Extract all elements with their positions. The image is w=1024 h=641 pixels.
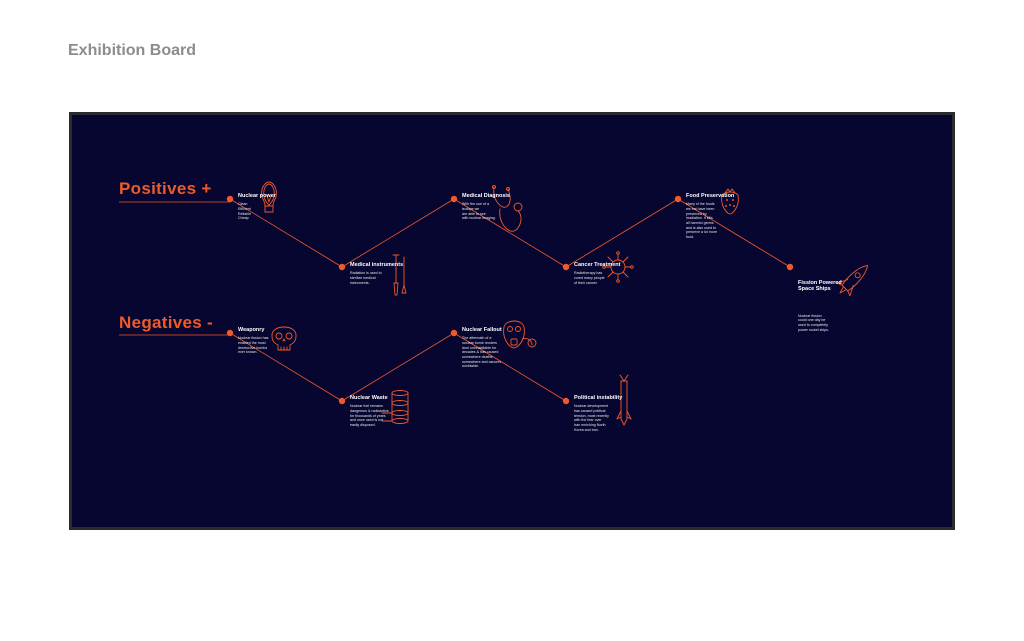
node-space-ships: Fission Powered Space Ships Nuclear fiss… xyxy=(798,262,888,350)
node-body: With the use of a isotope we are able to… xyxy=(462,202,496,221)
node-medical-instruments: Medical instruments Radiation is used to… xyxy=(350,262,440,285)
node-dot-nuclear-waste xyxy=(338,397,346,405)
strawberry-icon xyxy=(721,188,739,215)
node-dot-cancer-treatment xyxy=(562,263,570,271)
positives-connector xyxy=(229,198,791,268)
node-body: Nuclear fission has enabled the most des… xyxy=(238,336,269,355)
node-title: Nuclear Waste xyxy=(350,395,388,401)
node-body: Radiotherapy has cured many people of th… xyxy=(574,271,605,285)
node-title: Cancer Treatment xyxy=(574,262,621,268)
gas-mask-icon xyxy=(503,320,537,349)
exhibition-board: Positives + Negatives - Nuclear power Cl… xyxy=(69,112,955,530)
positives-heading: Positives + xyxy=(119,179,212,198)
node-dot-medical-diagnosis xyxy=(450,195,458,203)
node-title: Political instability xyxy=(574,395,623,401)
node-title: Medical Diagnosis xyxy=(462,193,510,199)
node-title: Medical instruments xyxy=(350,262,404,268)
node-body: Nuclear fuel remains dangerous & radioac… xyxy=(350,404,389,427)
node-dot-political-instability xyxy=(562,397,570,405)
negatives-heading: Negatives - xyxy=(119,313,214,332)
node-food-preservation: Food Preservation Many of the foods we e… xyxy=(686,193,776,240)
node-nuclear-waste: Nuclear Waste Nuclear fuel remains dange… xyxy=(350,395,440,428)
node-nuclear-fallout: Nuclear Fallout The aftermath of a nucle… xyxy=(462,327,552,369)
node-title: Weaponry xyxy=(238,327,265,333)
page-title: Exhibition Board xyxy=(68,42,196,59)
node-title: Fission Powered Space Ships xyxy=(798,280,842,293)
node-body: The aftermath of a nuclear bomb renders … xyxy=(462,336,502,369)
rocket-icon xyxy=(836,264,869,297)
node-title: Nuclear Fallout xyxy=(462,327,502,333)
missile-icon xyxy=(616,374,632,426)
skull-icon xyxy=(271,326,297,351)
node-title: Food Preservation xyxy=(686,193,735,199)
node-body: Nuclear fission could one day be used to… xyxy=(798,313,829,332)
node-body: Radiation is used to sterilize medical i… xyxy=(350,271,382,285)
node-weaponry: Weaponry Nuclear fission has enabled the… xyxy=(238,327,328,355)
scalpel-icon xyxy=(392,254,407,296)
node-dot-weaponry xyxy=(226,329,234,337)
node-cancer-treatment: Cancer Treatment Radiotherapy has cured … xyxy=(574,262,664,285)
node-dot-food-preservation xyxy=(674,195,682,203)
node-dot-medical-instruments xyxy=(338,263,346,271)
node-body: Clean Efficient Reliable Cheap xyxy=(238,202,251,221)
node-body: Nuclear development has caused political… xyxy=(574,404,609,432)
node-title: Nuclear power xyxy=(238,193,276,199)
timeline-graphics xyxy=(119,181,869,426)
lightbulb-icon xyxy=(261,181,277,213)
node-dot-nuclear-fallout xyxy=(450,329,458,337)
barrels-icon xyxy=(381,390,409,424)
negatives-connector xyxy=(229,332,567,402)
node-political-instability: Political instability Nuclear developmen… xyxy=(574,395,664,432)
node-medical-diagnosis: Medical Diagnosis With the use of a isot… xyxy=(462,193,552,221)
node-dot-nuclear-power xyxy=(226,195,234,203)
stethoscope-icon xyxy=(492,185,523,232)
node-dot-space-ships xyxy=(786,263,794,271)
virus-icon xyxy=(602,251,634,283)
node-body: Many of the foods we eat have been prese… xyxy=(686,202,717,240)
node-nuclear-power: Nuclear power Clean Efficient Reliable C… xyxy=(238,193,328,221)
